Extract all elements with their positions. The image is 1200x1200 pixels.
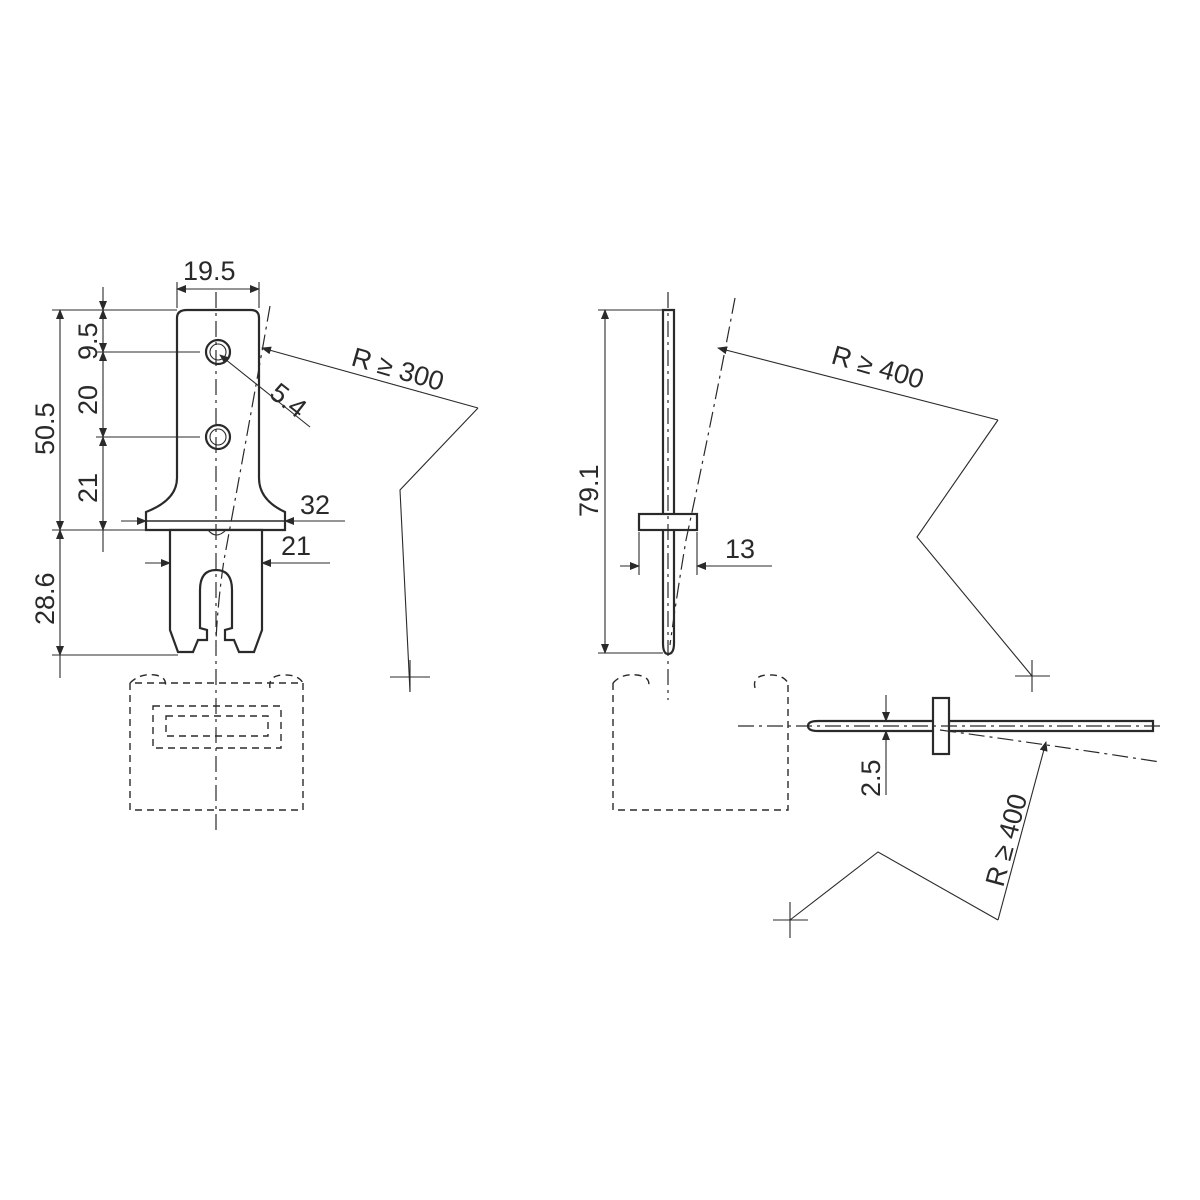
top-bend-path xyxy=(939,729,1161,763)
side-bend-path xyxy=(669,297,736,646)
dim-shank-width: 21 xyxy=(281,531,311,561)
dim-flange-width: 32 xyxy=(300,490,330,520)
dim-flange-depth: 13 xyxy=(725,534,755,564)
side-plug-base-outline xyxy=(612,673,789,811)
front-tail-outline xyxy=(168,528,264,654)
front-bend-radius: R ≥ 300 xyxy=(348,342,447,397)
front-plug-base-outline xyxy=(129,673,304,811)
dim-width-top: 19.5 xyxy=(183,256,236,286)
dim-hole-offset: 9.5 xyxy=(73,322,103,360)
dim-hole-diameter: 5.4 xyxy=(264,377,312,424)
side-bend-radius: R ≥ 400 xyxy=(828,340,927,395)
dim-hole-pitch: 20 xyxy=(73,385,103,415)
front-bend-path xyxy=(215,305,271,641)
dim-thickness: 2.5 xyxy=(856,759,886,797)
side-view: 79.1 13 R ≥ 400 xyxy=(574,292,1050,811)
dim-total-height: 50.5 xyxy=(30,402,60,455)
top-view: 2.5 R ≥ 400 xyxy=(738,695,1165,938)
dim-overall-length: 79.1 xyxy=(574,464,604,517)
dim-tail-length: 28.6 xyxy=(30,572,60,625)
dim-lower-length: 21 xyxy=(73,473,103,503)
front-view: 19.5 9.5 20 21 50.5 28.6 32 xyxy=(30,256,479,830)
top-bend-radius: R ≥ 400 xyxy=(980,791,1033,890)
